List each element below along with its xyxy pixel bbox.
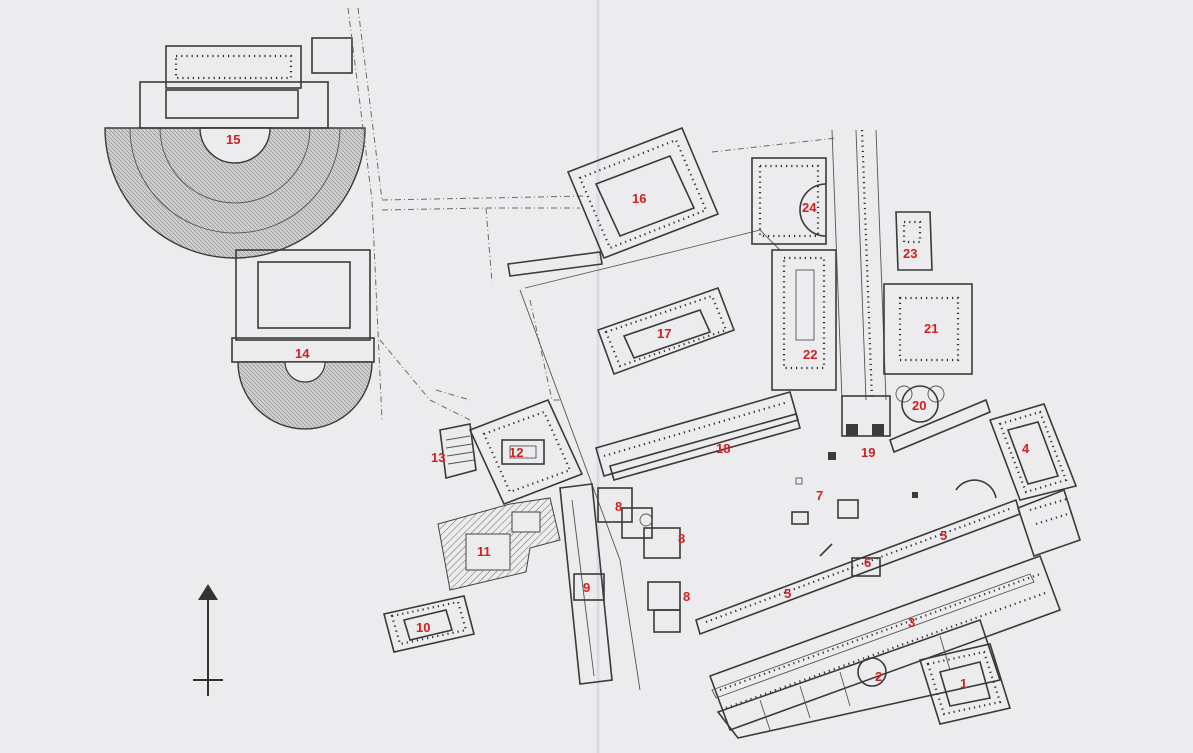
label-4: 4 (1022, 441, 1030, 456)
building-3-stoa (708, 554, 1062, 732)
label-17: 17 (657, 326, 671, 341)
label-24: 24 (802, 200, 817, 215)
building-24-apsidal-hall (751, 157, 827, 245)
label-15: 15 (226, 132, 240, 147)
building-21-court (883, 283, 973, 375)
building-3-shops (716, 618, 1002, 739)
building-14-odeion (231, 249, 375, 430)
building-6-monument (851, 557, 881, 577)
label-22: 22 (803, 347, 817, 362)
building-11-precinct (437, 497, 561, 591)
building-20-shrine (889, 385, 991, 454)
west-portico (507, 251, 603, 277)
building-15-theatre (104, 37, 366, 259)
label-3: 3 (908, 615, 915, 630)
label-6: 6 (864, 555, 871, 570)
label-8b: 8 (678, 531, 685, 546)
building-19-gateway (841, 395, 891, 437)
label-19: 19 (861, 445, 875, 460)
north-arrow-icon (193, 584, 223, 696)
building-2-exedra (857, 657, 887, 687)
building-1-temple (918, 643, 1012, 725)
label-14: 14 (295, 346, 310, 361)
label-12: 12 (509, 445, 523, 460)
building-5-south-stoa (695, 498, 1021, 636)
building-16-court (566, 126, 720, 260)
label-2: 2 (875, 669, 882, 684)
label-1: 1 (960, 676, 967, 691)
label-5a: 5 (940, 528, 947, 543)
building-4-temple (988, 403, 1078, 501)
paths-and-boundaries (347, 7, 837, 691)
building-18-north-stoa (595, 391, 801, 481)
building-7-agora (791, 452, 997, 557)
label-20: 20 (912, 398, 926, 413)
label-21: 21 (924, 321, 938, 336)
building-12-temple-court (468, 398, 584, 506)
plan-labels: 1 2 3 4 5 5 6 7 8 8 8 9 10 11 12 13 14 1… (226, 132, 1030, 691)
building-22-stoa (771, 249, 837, 391)
label-13: 13 (431, 450, 445, 465)
label-8c: 8 (683, 589, 690, 604)
building-23 (895, 211, 933, 271)
building-17-temple (596, 286, 736, 376)
label-18: 18 (716, 441, 730, 456)
building-8-rooms (597, 487, 681, 633)
east-block (1017, 488, 1081, 558)
building-13-stairway (439, 423, 477, 480)
label-11: 11 (477, 544, 491, 559)
label-10: 10 (416, 620, 430, 635)
building-10-temple (383, 595, 475, 653)
building-9-west-stoa (559, 483, 613, 685)
label-8a: 8 (615, 499, 622, 514)
label-16: 16 (632, 191, 646, 206)
label-23: 23 (903, 246, 917, 261)
label-5b: 5 (784, 586, 791, 601)
label-9: 9 (583, 580, 590, 595)
colonnaded-street (831, 129, 887, 401)
label-7: 7 (816, 488, 823, 503)
